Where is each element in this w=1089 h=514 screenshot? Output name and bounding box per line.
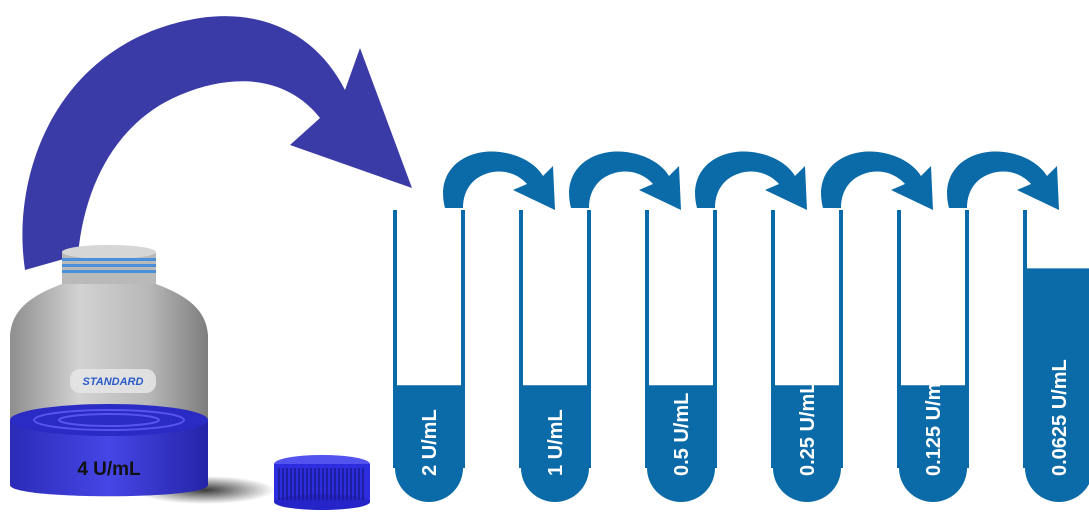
bottle-body <box>10 284 208 420</box>
dilution-arrow-icon <box>695 151 807 210</box>
tube-concentration: 0.25 U/mL <box>797 382 819 476</box>
test-tube: 0.5 U/mL <box>645 210 717 502</box>
tube-liquid <box>899 385 967 502</box>
transfer-arrow-icon <box>22 16 412 271</box>
stock-concentration: 4 U/mL <box>77 459 141 480</box>
test-tube: 0.0625 U/mL <box>1023 210 1089 502</box>
tube-liquid <box>395 385 463 502</box>
test-tube: 0.125 U/mL <box>897 210 969 502</box>
tube-concentration: 2 U/mL <box>419 409 441 476</box>
tube-liquid <box>1025 268 1089 502</box>
tube-concentration: 0.125 U/mL <box>923 370 945 476</box>
tube-liquid <box>521 385 589 502</box>
test-tube: 2 U/mL <box>393 210 465 502</box>
dilution-arrows <box>443 151 1059 210</box>
bottle-base <box>10 420 208 497</box>
dilution-arrow-icon <box>443 151 555 210</box>
test-tube: 1 U/mL <box>519 210 591 502</box>
tube-liquid <box>647 385 715 502</box>
dilution-arrow-icon <box>947 151 1059 210</box>
dilution-arrow-icon <box>569 151 681 210</box>
bottle-cap-icon <box>274 455 370 510</box>
tube-concentration: 0.0625 U/mL <box>1049 359 1071 476</box>
tube-rack: 2 U/mL 1 U/mL 0.5 U/mL 0.25 U/mL 0.125 U/mL 0… <box>393 210 1089 502</box>
dilution-arrow-icon <box>821 151 933 210</box>
tube-liquid <box>773 385 841 502</box>
stock-bottle: STANDARD 4 U/mL <box>10 245 275 504</box>
tube-concentration: 1 U/mL <box>545 409 567 476</box>
bottle-label: STANDARD <box>83 376 144 388</box>
test-tube: 0.25 U/mL <box>771 210 843 502</box>
tube-concentration: 0.5 U/mL <box>671 393 693 476</box>
